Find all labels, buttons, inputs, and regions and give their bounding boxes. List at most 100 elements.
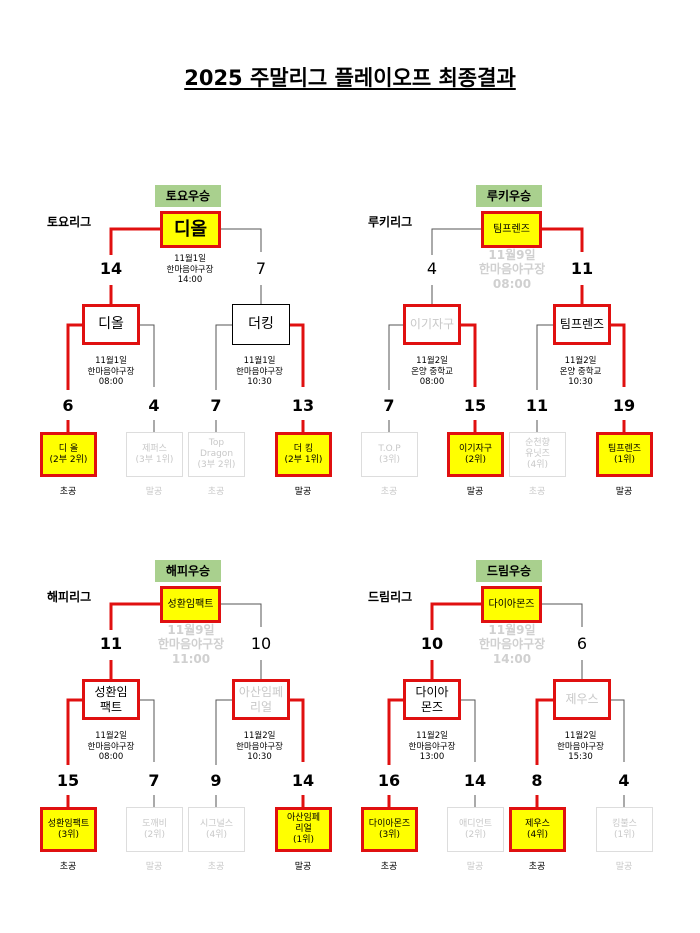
team-score: 4 bbox=[618, 771, 630, 790]
team-score: 14 bbox=[463, 771, 487, 790]
semifinal-box: 다이아 몬즈 bbox=[403, 679, 461, 720]
final-score-right: 6 bbox=[576, 634, 588, 653]
page-title-text: 2025 주말리그 플레이오프 최종결과 bbox=[184, 66, 516, 90]
team-box: T.O.P (3위) bbox=[361, 432, 418, 477]
batting-order-label: 초공 bbox=[207, 487, 225, 497]
team-box: 순천향 유닛즈 (4위) bbox=[509, 432, 566, 477]
team-score: 15 bbox=[56, 771, 80, 790]
team-box: 이기자구 (2위) bbox=[447, 432, 504, 477]
final-right-line bbox=[542, 227, 584, 252]
final-schedule: 11월9일 한마음야구장 08:00 bbox=[478, 248, 546, 291]
batting-order-label: 말공 bbox=[145, 487, 163, 497]
semifinal-box: 성환임 팩트 bbox=[82, 679, 140, 720]
champion-label: 토요우승 bbox=[155, 185, 221, 207]
league-name: 해피리그 bbox=[47, 590, 92, 604]
team-score: 9 bbox=[210, 771, 222, 790]
team-box: 디 올 (2부 2위) bbox=[40, 432, 97, 477]
league-name: 드림리그 bbox=[368, 590, 413, 604]
semifinal-left-line bbox=[215, 324, 232, 390]
final-score-right: 7 bbox=[255, 259, 267, 278]
batting-order-label: 초공 bbox=[528, 487, 546, 497]
bracket-lines bbox=[387, 602, 625, 807]
semifinal-box: 팀프렌즈 bbox=[553, 304, 611, 345]
semifinal-right-line bbox=[461, 699, 476, 762]
team-box: 제퍼스 (3부 1위) bbox=[126, 432, 183, 477]
team-box: 더 킹 (2부 1위) bbox=[275, 432, 332, 477]
semifinal-box: 더킹 bbox=[232, 304, 290, 345]
team-box: 팀프렌즈 (1위) bbox=[596, 432, 653, 477]
final-schedule: 11월1일 한마음야구장 14:00 bbox=[166, 254, 214, 286]
semifinal-box: 제우스 bbox=[553, 679, 611, 720]
bracket-lines bbox=[66, 227, 305, 432]
semifinal-schedule: 11월2일 한마음야구장 08:00 bbox=[87, 731, 135, 763]
team-box: 아산임페 리얼 (1위) bbox=[275, 807, 332, 852]
semifinal-schedule: 11월2일 한마음야구장 13:00 bbox=[408, 731, 456, 763]
final-score-left: 14 bbox=[99, 259, 123, 278]
batting-order-label: 말공 bbox=[294, 862, 312, 872]
final-left-line bbox=[430, 602, 481, 630]
semifinal-box: 아산임페 리얼 bbox=[232, 679, 290, 720]
team-box: 킹불스 (1위) bbox=[596, 807, 653, 852]
final-right-line bbox=[542, 603, 583, 627]
semifinal-schedule: 11월2일 한마음야구장 15:30 bbox=[557, 731, 604, 763]
team-box: 제우스 (4위) bbox=[509, 807, 566, 852]
final-score-left: 10 bbox=[420, 634, 444, 653]
batting-order-label: 말공 bbox=[466, 862, 484, 872]
semifinal-right-line bbox=[290, 698, 305, 762]
team-box: Top Dragon (3부 2위) bbox=[188, 432, 245, 477]
final-winner-box: 팀프렌즈 bbox=[481, 211, 542, 248]
team-score: 19 bbox=[612, 396, 636, 415]
semifinal-left-line bbox=[535, 698, 553, 765]
team-score: 7 bbox=[148, 771, 160, 790]
batting-order-label: 초공 bbox=[59, 862, 77, 872]
batting-order-label: 초공 bbox=[528, 862, 546, 872]
batting-order-label: 말공 bbox=[615, 487, 633, 497]
champion-label: 해피우승 bbox=[155, 560, 221, 582]
final-score-right: 10 bbox=[250, 634, 272, 653]
semifinal-schedule: 11월1일 한마음야구장 08:00 bbox=[87, 356, 135, 388]
team-score: 7 bbox=[383, 396, 395, 415]
team-score: 6 bbox=[62, 396, 74, 415]
semifinal-right-line bbox=[140, 699, 155, 762]
semifinal-right-line bbox=[140, 324, 155, 387]
semifinal-left-line bbox=[388, 324, 403, 390]
final-right-line bbox=[221, 228, 262, 252]
team-score: 11 bbox=[525, 396, 549, 415]
team-score: 8 bbox=[531, 771, 543, 790]
semifinal-right-line bbox=[611, 699, 625, 762]
batting-order-label: 말공 bbox=[466, 487, 484, 497]
semifinal-box: 디올 bbox=[82, 304, 140, 345]
league-name: 루키리그 bbox=[368, 215, 413, 229]
league-name: 토요리그 bbox=[47, 215, 92, 229]
batting-order-label: 말공 bbox=[615, 862, 633, 872]
champion-label: 루키우승 bbox=[476, 185, 542, 207]
final-score-right: 11 bbox=[570, 259, 594, 278]
final-winner-box: 다이아몬즈 bbox=[481, 586, 542, 623]
final-left-line bbox=[431, 228, 481, 255]
team-box: 성환임팩트 (3위) bbox=[40, 807, 97, 852]
final-score-left: 11 bbox=[99, 634, 123, 653]
team-score: 16 bbox=[377, 771, 401, 790]
semifinal-left-line bbox=[387, 698, 403, 765]
semifinal-right-line bbox=[461, 323, 477, 387]
final-left-line bbox=[109, 602, 160, 630]
team-box: 시그널스 (4위) bbox=[188, 807, 245, 852]
semifinal-box: 이기자구 bbox=[403, 304, 461, 345]
semifinal-right-line bbox=[290, 323, 305, 387]
team-score: 15 bbox=[463, 396, 487, 415]
team-score: 14 bbox=[291, 771, 315, 790]
team-score: 7 bbox=[210, 396, 222, 415]
final-winner-box: 디올 bbox=[160, 211, 221, 248]
final-score-left: 4 bbox=[426, 259, 438, 278]
batting-order-label: 초공 bbox=[207, 862, 225, 872]
semifinal-schedule: 11월1일 한마음야구장 10:30 bbox=[236, 356, 283, 388]
batting-order-label: 말공 bbox=[294, 487, 312, 497]
final-right-line bbox=[221, 603, 262, 627]
team-score: 4 bbox=[148, 396, 160, 415]
semifinal-right-line bbox=[611, 323, 626, 387]
